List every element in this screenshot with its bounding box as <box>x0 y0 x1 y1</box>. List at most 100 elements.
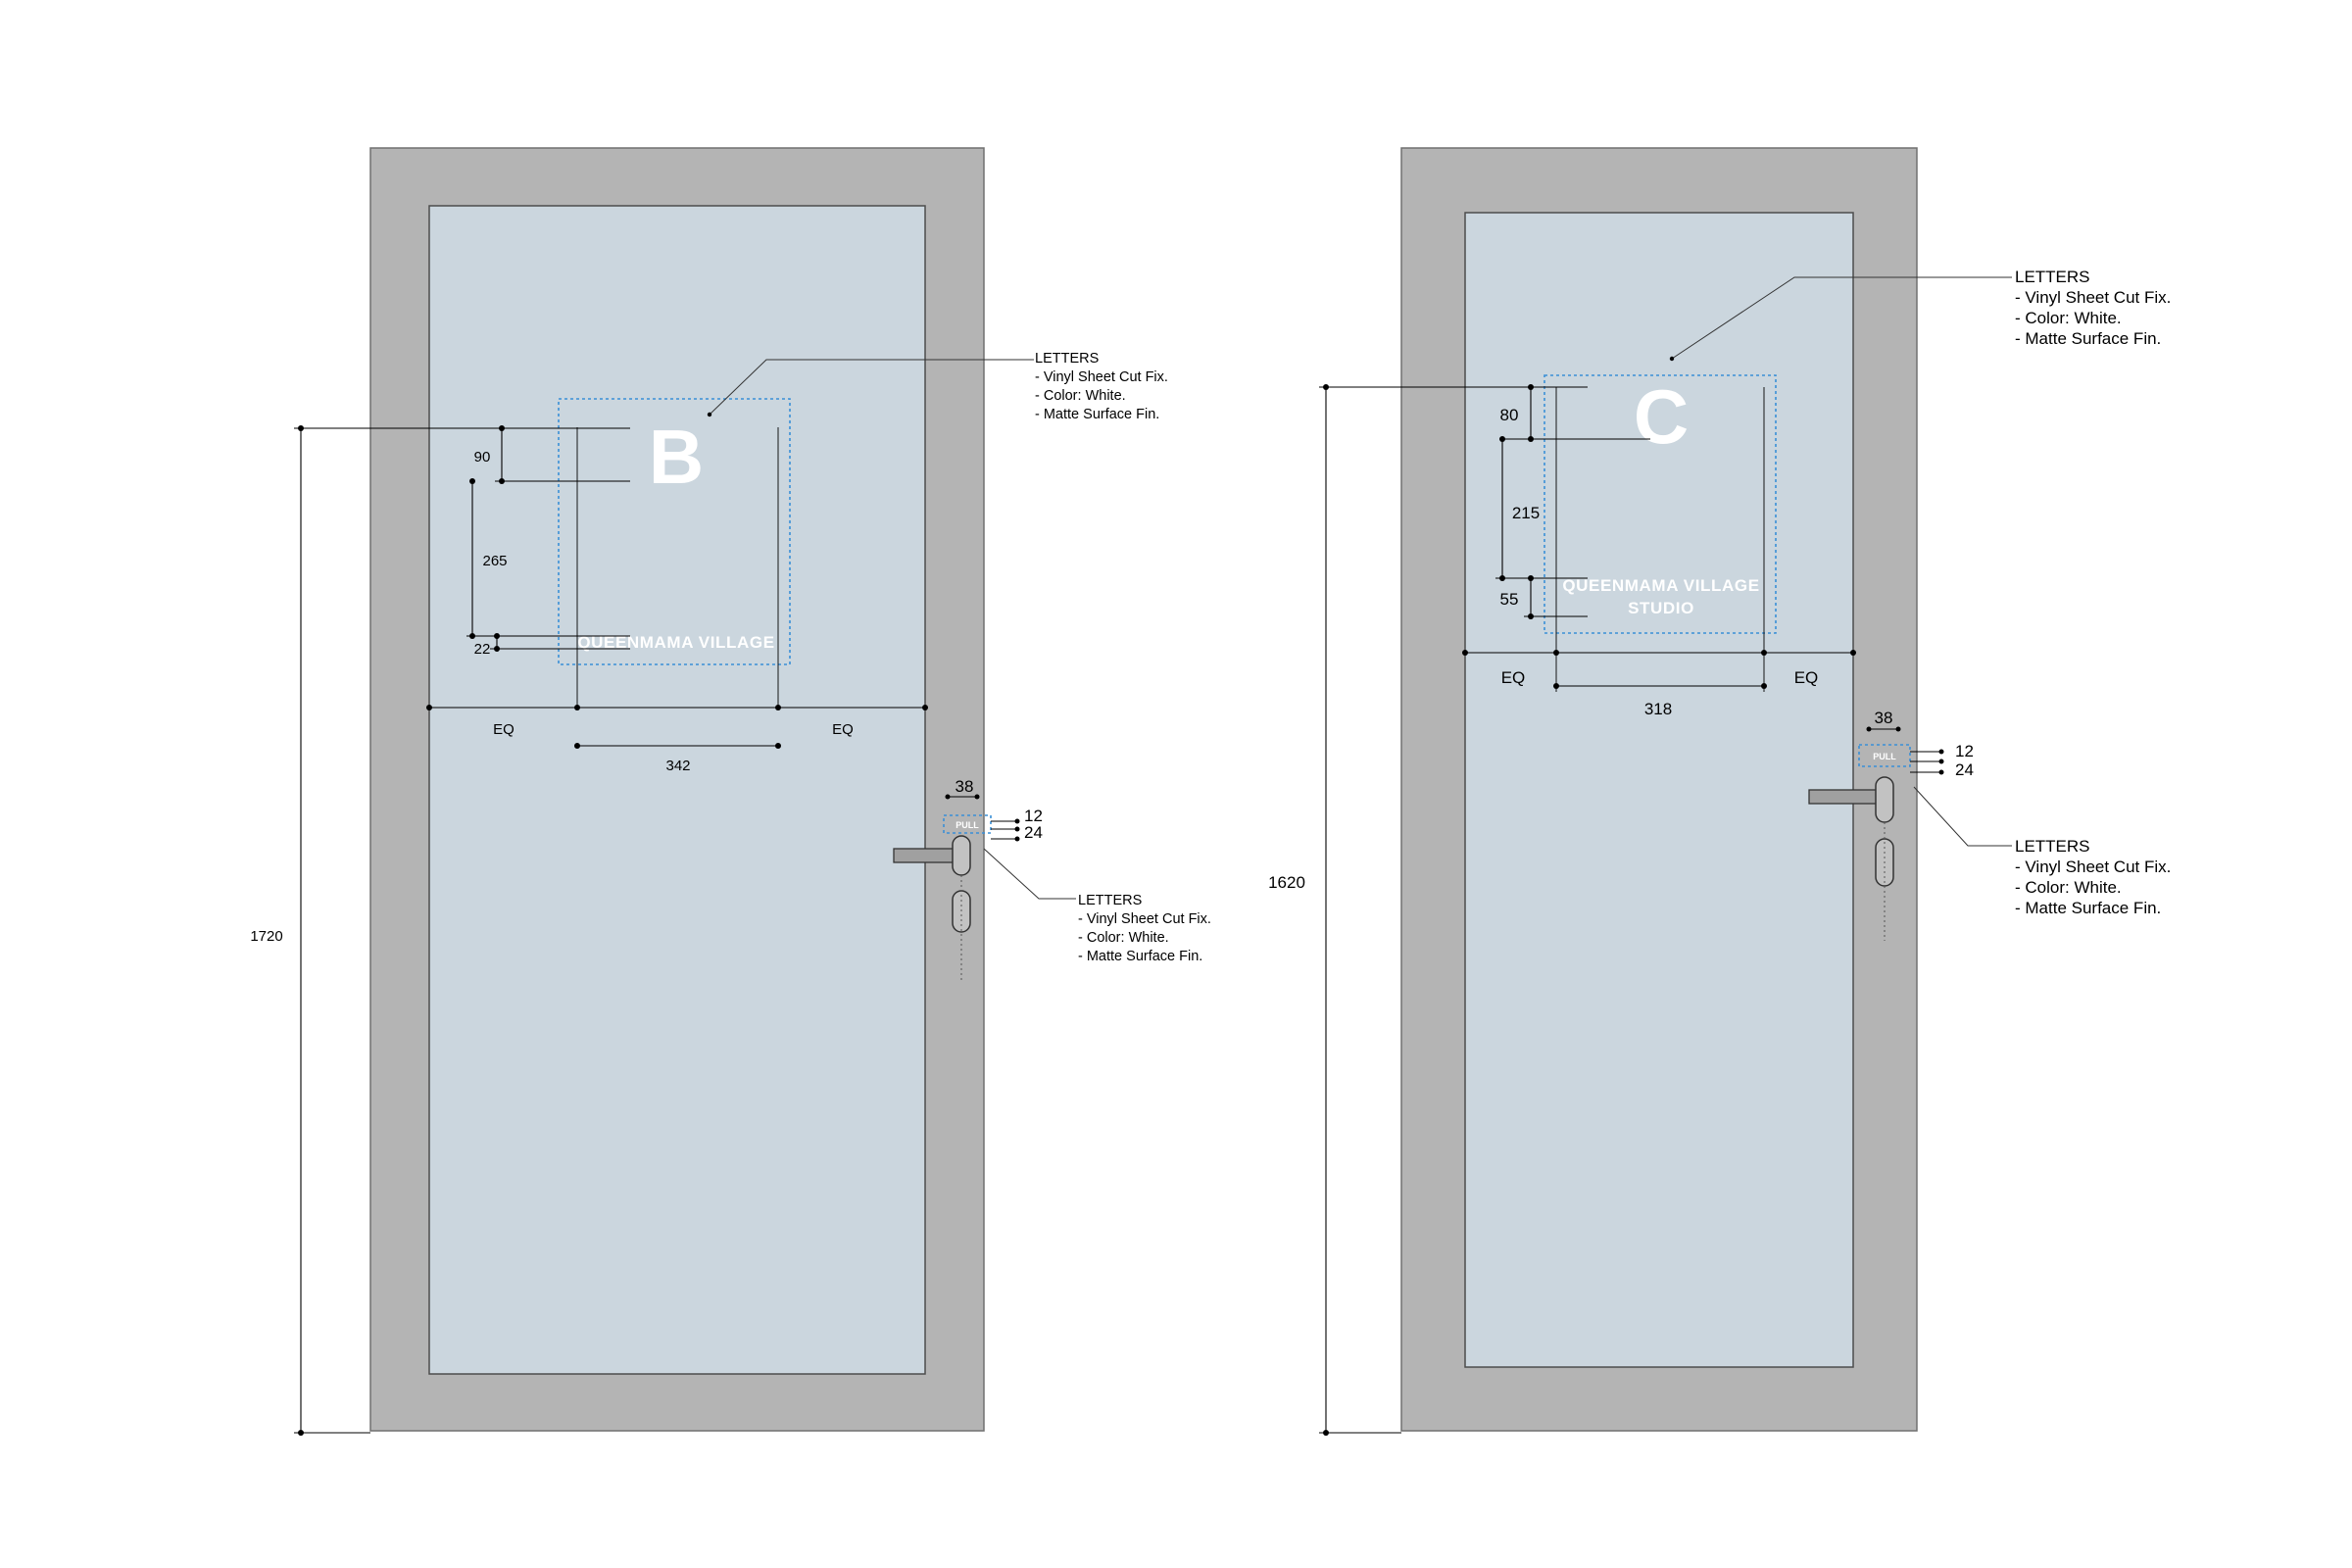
dim-dot <box>1761 683 1767 689</box>
note-line: - Matte Surface Fin. <box>1078 949 1202 964</box>
note-line: - Matte Surface Fin. <box>2015 329 2161 348</box>
door-c-text-height-label: 55 <box>1500 590 1519 609</box>
dim-dot <box>974 794 980 800</box>
dim-dot <box>1528 575 1534 581</box>
note-line: - Color: White. <box>2015 878 2122 897</box>
note-line: - Color: White. <box>1035 388 1126 404</box>
door-c-sign-note: LETTERS - Vinyl Sheet Cut Fix. - Color: … <box>2015 268 2171 348</box>
door-b-pull-note: LETTERS - Vinyl Sheet Cut Fix. - Color: … <box>1078 893 1211 964</box>
door-b-pull-offset-label: 24 <box>1024 823 1043 842</box>
dim-dot <box>1528 436 1534 442</box>
dim-dot <box>1499 436 1505 442</box>
door-b-pull-boundary <box>943 814 992 834</box>
door-b-sign-boundary <box>558 398 791 665</box>
dim-dot <box>1850 650 1856 656</box>
dim-dot <box>1866 726 1872 732</box>
door-c-pull-boundary <box>1858 744 1911 767</box>
note-line: - Vinyl Sheet Cut Fix. <box>1078 911 1211 927</box>
note-line: LETTERS <box>1078 893 1142 908</box>
door-c-pull-leader <box>1913 786 2012 847</box>
door-c-top-gap-label: 80 <box>1500 406 1519 424</box>
dim-dot <box>1553 683 1559 689</box>
dim-dot <box>1014 826 1020 832</box>
dim-dot <box>1014 818 1020 824</box>
door-b-eq-right-label: EQ <box>832 721 854 738</box>
dim-dot <box>1895 726 1901 732</box>
dim-dot <box>426 705 432 710</box>
door-b-letter-text-label: 265 <box>482 553 507 569</box>
dim-dot <box>1553 650 1559 656</box>
note-line: - Vinyl Sheet Cut Fix. <box>2015 858 2171 876</box>
door-b-pull-text: PULL <box>956 820 979 830</box>
dim-dot <box>1938 759 1944 764</box>
note-line: - Vinyl Sheet Cut Fix. <box>2015 288 2171 307</box>
dim-dot <box>1323 384 1329 390</box>
dim-dot <box>1014 836 1020 842</box>
dim-dot <box>775 705 781 710</box>
door-b-sign-leader <box>709 359 1034 416</box>
door-c-pull-width-label: 38 <box>1875 709 1893 727</box>
dim-dot <box>1938 769 1944 775</box>
dim-dot <box>707 412 712 417</box>
door-c-height-label: 1620 <box>1268 873 1305 892</box>
door-c: C QUEENMAMA VILLAGE STUDIO 1620 80 215 5… <box>1268 147 2171 1436</box>
door-b-sign-note: LETTERS - Vinyl Sheet Cut Fix. - Color: … <box>1035 351 1168 422</box>
dim-dot <box>922 705 928 710</box>
dim-dot <box>1462 650 1468 656</box>
door-c-pull-offset-label: 24 <box>1955 760 1974 779</box>
door-c-pull-text-h-label: 12 <box>1955 742 1974 760</box>
door-b-sign-text: QUEENMAMA VILLAGE <box>577 633 774 652</box>
dim-dot <box>1528 613 1534 619</box>
dim-dot <box>1528 384 1534 390</box>
door-b-width-label: 342 <box>665 758 690 774</box>
dim-dot <box>499 425 505 431</box>
dim-dot <box>1323 1430 1329 1436</box>
door-b-handle-rose <box>952 835 971 876</box>
note-line: - Vinyl Sheet Cut Fix. <box>1035 369 1168 385</box>
door-c-sign-letter: C <box>1634 373 1689 460</box>
dim-dot <box>1761 650 1767 656</box>
door-b-top-gap-label: 90 <box>474 449 491 466</box>
door-c-sign-boundary <box>1544 374 1777 634</box>
note-line: - Color: White. <box>2015 309 2122 327</box>
door-c-pull-text: PULL <box>1873 752 1896 761</box>
dim-dot <box>494 633 500 639</box>
door-c-sign-line1: QUEENMAMA VILLAGE <box>1562 576 1759 595</box>
dim-dot <box>298 1430 304 1436</box>
dim-dot <box>469 633 475 639</box>
door-b-pull-leader <box>983 848 1076 900</box>
dim-dot <box>574 743 580 749</box>
door-b-pull-width-label: 38 <box>956 777 974 796</box>
door-c-letter-text-label: 215 <box>1512 504 1540 522</box>
door-c-handle-rose <box>1875 776 1894 823</box>
door-b-text-height-label: 22 <box>474 641 491 658</box>
door-c-width-label: 318 <box>1644 700 1672 718</box>
dim-dot <box>1499 575 1505 581</box>
door-b-glass-panel <box>428 205 926 1375</box>
dim-dot <box>574 705 580 710</box>
dim-dot <box>775 743 781 749</box>
note-line: LETTERS <box>1035 351 1099 367</box>
door-b: B QUEENMAMA VILLAGE 1720 90 265 22 <box>250 147 1211 1436</box>
note-line: - Matte Surface Fin. <box>2015 899 2161 917</box>
door-c-eq-right-label: EQ <box>1794 668 1819 687</box>
door-b-pull-text-h-label: 12 <box>1024 807 1043 825</box>
dim-dot <box>499 478 505 484</box>
door-c-eq-left-label: EQ <box>1501 668 1526 687</box>
door-b-height-label: 1720 <box>250 928 282 945</box>
note-line: - Color: White. <box>1078 930 1169 946</box>
door-c-pull-note: LETTERS - Vinyl Sheet Cut Fix. - Color: … <box>2015 837 2171 917</box>
dim-dot <box>298 425 304 431</box>
dim-dot <box>945 794 951 800</box>
dim-dot <box>1938 749 1944 755</box>
note-line: - Matte Surface Fin. <box>1035 407 1159 422</box>
note-line: LETTERS <box>2015 268 2090 286</box>
dim-dot <box>1669 356 1675 362</box>
door-c-glass-panel <box>1464 212 1854 1368</box>
door-c-sign-leader <box>1671 276 2012 360</box>
door-c-sign-line2: STUDIO <box>1628 599 1694 617</box>
door-b-eq-left-label: EQ <box>493 721 514 738</box>
dim-dot <box>469 478 475 484</box>
dim-dot <box>494 646 500 652</box>
